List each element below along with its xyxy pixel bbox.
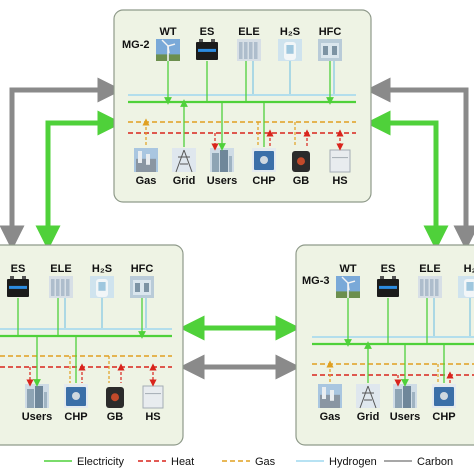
chp-unit-icon — [64, 384, 88, 408]
buildings-icon — [393, 384, 417, 408]
battery-icon — [7, 276, 29, 297]
device-label-h2s: H₂S — [280, 26, 300, 38]
battery-icon — [196, 39, 218, 60]
microgrid-label: MG-2 — [122, 39, 150, 51]
device-label-grid: Grid — [173, 175, 196, 187]
legend-item-heat: Heat — [138, 456, 194, 468]
device-label-chp: CHP — [252, 175, 275, 187]
power-grid-icon — [172, 148, 196, 173]
device-label-es: ES — [11, 263, 26, 275]
wind-turbine-icon — [156, 39, 180, 61]
electricity-link-mg2-mg3 — [365, 110, 449, 251]
electricity-link-mg2-mg1 — [35, 110, 123, 251]
device-label-hfc: HFC — [131, 263, 154, 275]
device-label-gb: GB — [107, 411, 124, 423]
device-label-h2s: H₂S — [92, 263, 112, 275]
gas-plant-icon — [318, 384, 342, 408]
gas-boiler-icon — [292, 151, 310, 172]
panel-background — [113, 9, 372, 203]
device-label-hs: HS — [145, 411, 160, 423]
carbon-link-mg2-mg1 — [0, 77, 123, 251]
microgrid-mg1-panel: ES ELE H₂S HFC Users CHP GB HS — [0, 244, 184, 446]
hydrogen-storage-icon — [90, 276, 114, 298]
device-label-ele: ELE — [419, 263, 440, 275]
device-label-wt: WT — [339, 263, 356, 275]
chp-unit-icon — [252, 148, 276, 172]
device-label-gb: GB — [293, 175, 310, 187]
legend-label: Gas — [255, 456, 276, 468]
gas-plant-icon — [134, 148, 158, 172]
device-label-users: Users — [22, 411, 53, 423]
device-label-wt: WT — [159, 26, 176, 38]
fuel-cell-icon — [318, 39, 342, 61]
device-label-chp: CHP — [64, 411, 87, 423]
power-grid-icon — [356, 384, 380, 409]
legend-item-hydrogen: Hydrogen — [296, 456, 377, 468]
device-label-gas: Gas — [320, 411, 341, 423]
microgrid-mg2-panel: MG-2 WT ES ELE H₂S HFC Gas Grid Users CHP GB HS — [113, 9, 372, 203]
legend-label: Electricity — [77, 456, 125, 468]
chp-unit-icon — [432, 384, 456, 408]
microgrid-label: MG-3 — [302, 275, 330, 287]
device-label-hfc: HFC — [319, 26, 342, 38]
device-label-es: ES — [381, 263, 396, 275]
legend-label: Hydrogen — [329, 456, 377, 468]
hydrogen-storage-icon — [278, 39, 302, 61]
device-label-hs: HS — [332, 175, 347, 187]
device-label-chp: CHP — [432, 411, 455, 423]
legend-label: Carbon — [417, 456, 453, 468]
heat-storage-icon — [329, 149, 351, 173]
wind-turbine-icon — [336, 276, 360, 298]
device-label-grid: Grid — [357, 411, 380, 423]
heat-storage-icon — [142, 385, 164, 409]
device-label-ele: ELE — [50, 263, 71, 275]
legend-item-carbon: Carbon — [384, 456, 453, 468]
device-label-ele: ELE — [238, 26, 259, 38]
buildings-icon — [25, 384, 49, 408]
legend-label: Heat — [171, 456, 194, 468]
device-label-users: Users — [390, 411, 421, 423]
interconnections — [0, 77, 474, 380]
gas-boiler-icon — [106, 387, 124, 408]
legend-item-electricity: Electricity — [44, 456, 125, 468]
battery-icon — [377, 276, 399, 297]
device-label-h2s: H₂ — [464, 263, 474, 275]
device-label-gas: Gas — [136, 175, 157, 187]
electrolyzer-icon — [418, 276, 442, 298]
device-label-es: ES — [200, 26, 215, 38]
electrolyzer-icon — [49, 276, 73, 298]
fuel-cell-icon — [130, 276, 154, 298]
hydrogen-storage-icon — [458, 276, 474, 298]
electrolyzer-icon — [237, 39, 261, 61]
legend: Electricity Heat Gas Hydrogen Carbon — [44, 456, 453, 468]
microgrid-mg3-panel: MG-3 WT ES ELE H₂ Gas Grid Users CHP — [295, 244, 474, 446]
carbon-link-mg2-mg3 — [365, 77, 474, 251]
device-label-users: Users — [207, 175, 238, 187]
buildings-icon — [210, 148, 234, 172]
legend-item-gas: Gas — [222, 456, 276, 468]
